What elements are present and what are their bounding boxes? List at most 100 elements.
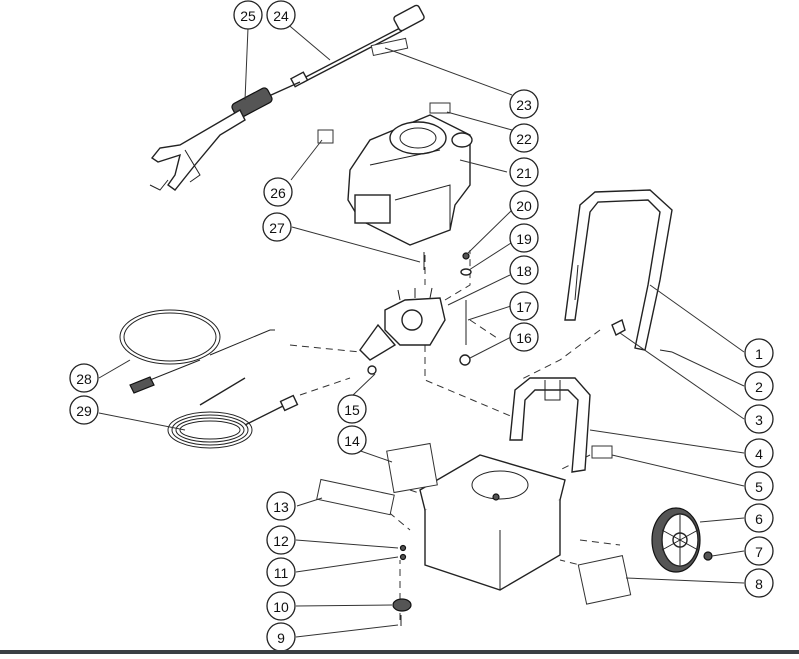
callout-11: 11 [266,557,296,587]
pump-hardware [459,252,472,366]
callout-23: 23 [509,89,539,119]
callout-28: 28 [69,363,99,393]
callout-6: 6 [744,503,774,533]
callout-circle [266,557,296,587]
callout-label: 27 [269,220,285,236]
callout-label: 3 [755,412,763,428]
callout-label: 6 [755,511,763,527]
callout-label: 9 [277,630,285,646]
callout-label: 29 [76,403,92,419]
handle-part [564,189,673,351]
base-hardware [392,544,412,626]
callout-circle [744,503,774,533]
callout-label: 26 [270,185,286,201]
callout-29: 29 [69,395,99,425]
callout-group: 1234567891011121314151617181920212223242… [69,0,774,652]
callout-circle [69,363,99,393]
callout-circle [744,536,774,566]
callout-label: 12 [273,533,289,549]
spray-gun-part [149,81,301,191]
callout-circle [509,291,539,321]
callout-circle [337,425,367,455]
callout-25: 25 [233,0,263,30]
callout-label: 7 [755,544,763,560]
callout-label: 23 [516,97,532,113]
callout-19: 19 [509,223,539,253]
callout-circle [509,190,539,220]
callout-8: 8 [744,568,774,598]
callout-7: 7 [744,536,774,566]
callout-circle [266,491,296,521]
callout-18: 18 [509,255,539,285]
callout-16: 16 [509,322,539,352]
engine-part [347,114,473,246]
callout-circle [266,525,296,555]
callout-circle [262,212,292,242]
callout-10: 10 [266,591,296,621]
callout-9: 9 [266,622,296,652]
callout-circle [337,394,367,424]
callout-circle [509,322,539,352]
callout-20: 20 [509,190,539,220]
callout-label: 25 [240,8,256,24]
callout-circle [744,568,774,598]
callout-26: 26 [263,177,293,207]
bottom-border [0,650,799,654]
hose-part-29 [167,377,299,449]
callout-circle [509,223,539,253]
callout-label: 19 [516,231,532,247]
callout-5: 5 [744,471,774,501]
callout-27: 27 [262,212,292,242]
callout-1: 1 [744,338,774,368]
callout-label: 13 [273,499,289,515]
callout-15: 15 [337,394,367,424]
callout-circle [744,404,774,434]
callout-13: 13 [266,491,296,521]
callout-circle [509,157,539,187]
decals [316,37,632,605]
callout-label: 20 [516,198,532,214]
callout-circle [233,0,263,30]
callout-circle [69,395,99,425]
base-plate-part [419,454,566,591]
callout-circle [266,591,296,621]
callout-12: 12 [266,525,296,555]
callout-circle [744,371,774,401]
callout-21: 21 [509,157,539,187]
callout-label: 15 [344,402,360,418]
callout-label: 28 [76,371,92,387]
callout-circle [744,338,774,368]
callout-3: 3 [744,404,774,434]
hose-part-28 [119,309,275,394]
pump-part [359,287,446,375]
callout-label: 1 [755,346,763,362]
callout-17: 17 [509,291,539,321]
wheel-part [651,507,713,573]
callout-circle [744,438,774,468]
callout-label: 16 [516,330,532,346]
handle-hardware [611,319,673,353]
callout-label: 24 [273,8,289,24]
callout-label: 2 [755,379,763,395]
spray-wand-part [289,4,425,88]
frame-part [509,377,591,473]
callout-label: 22 [516,131,532,147]
callout-label: 14 [344,433,360,449]
callout-label: 8 [755,576,763,592]
callout-2: 2 [744,371,774,401]
callout-circle [266,0,296,30]
callout-label: 10 [273,599,289,615]
callout-circle [509,89,539,119]
callout-22: 22 [509,123,539,153]
callout-label: 5 [755,479,763,495]
callout-circle [509,255,539,285]
callout-circle [509,123,539,153]
callout-24: 24 [266,0,296,30]
callout-label: 11 [274,565,289,581]
callout-circle [744,471,774,501]
callout-14: 14 [337,425,367,455]
callout-label: 17 [516,299,532,315]
callout-circle [263,177,293,207]
